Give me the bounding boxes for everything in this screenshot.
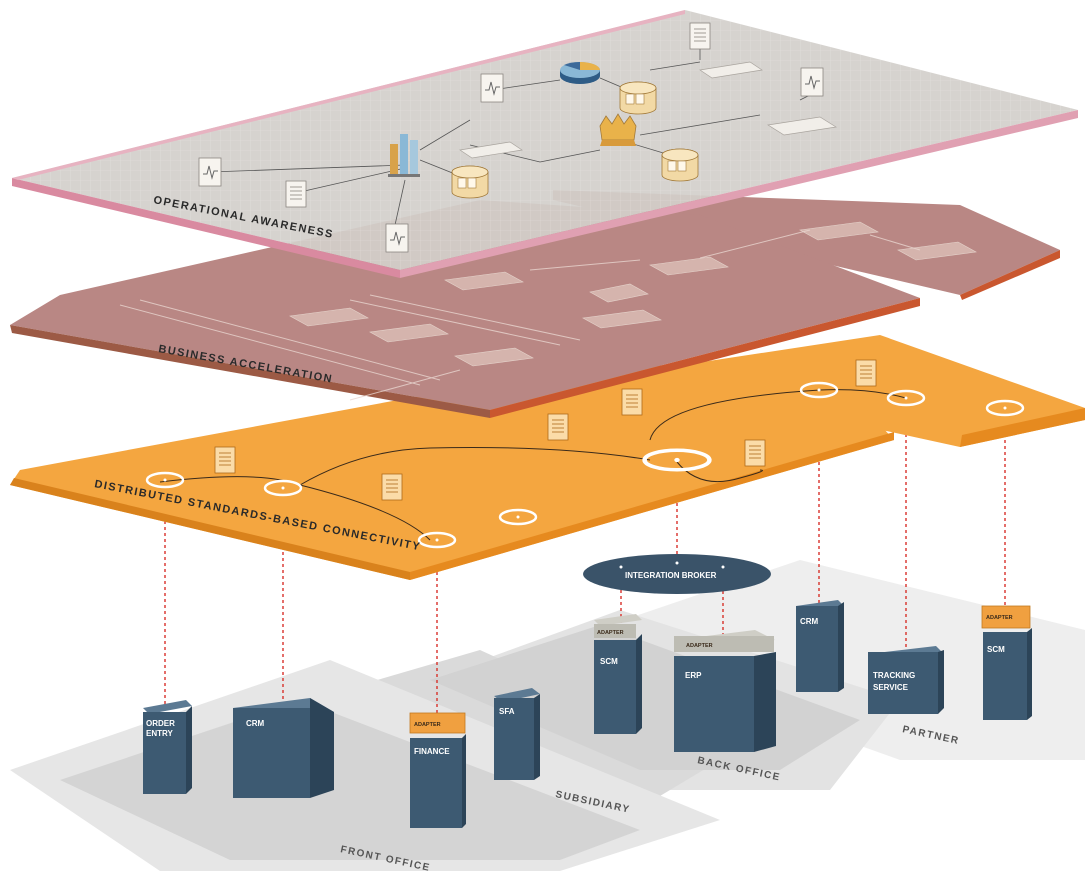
- acceleration-plane: BUSINESS ACCELERATION: [10, 190, 1060, 418]
- server-crm-partner: CRM: [796, 600, 844, 692]
- database-icon: [661, 148, 699, 182]
- adapter-label-erp: ADAPTER: [686, 643, 713, 649]
- document-icon: [381, 473, 403, 501]
- server-order-entry: ORDER ENTRY: [143, 700, 192, 794]
- integration-broker: INTEGRATION BROKER: [583, 554, 771, 594]
- server-scm-partner: ADAPTER SCM: [981, 605, 1032, 720]
- server-label-tracking-line1: TRACKING: [873, 671, 915, 680]
- database-icon: [619, 81, 657, 115]
- document-icon: [689, 22, 711, 50]
- adapter-finance: [409, 712, 466, 734]
- server-label-tracking-line2: SERVICE: [873, 683, 909, 692]
- bar-chart-icon: [388, 134, 420, 177]
- server-tracking: TRACKING SERVICE: [868, 646, 944, 714]
- server-label-sfa: SFA: [499, 707, 515, 716]
- adapter-scm-back: [594, 614, 642, 626]
- connectivity-plane: DISTRIBUTED STANDARDS-BASED CONNECTIVITY: [10, 335, 1085, 580]
- servers-layer: ORDER ENTRY CRM ADAPTER FINANCE SFA: [143, 600, 1032, 828]
- acceleration-plane-main: [10, 200, 920, 410]
- server-label-order-entry-line2: ENTRY: [146, 729, 173, 738]
- monitor-chart-icon: [480, 73, 504, 103]
- document-icon: [547, 413, 569, 441]
- server-label-scm-partner: SCM: [987, 645, 1005, 654]
- awareness-plane: OPERATIONAL AWARENESS: [12, 10, 1078, 278]
- adapter-scm-partner: [981, 605, 1031, 629]
- server-sfa: SFA: [494, 688, 540, 780]
- crown-icon: [599, 113, 637, 146]
- adapter-label-scm-back: ADAPTER: [597, 630, 624, 636]
- pie-chart-icon: [560, 61, 600, 84]
- document-icon: [621, 388, 643, 416]
- server-crm-front: CRM: [233, 698, 334, 798]
- server-erp: ADAPTER ERP: [674, 630, 776, 752]
- document-icon: [744, 439, 766, 467]
- zone-front-office-inner: [60, 700, 640, 860]
- monitor-chart-icon: [385, 223, 409, 253]
- adapter-label-finance: ADAPTER: [414, 722, 441, 728]
- monitor-chart-icon: [198, 157, 222, 187]
- server-scm-back: ADAPTER SCM: [594, 614, 642, 734]
- document-icon: [214, 446, 236, 474]
- server-label-erp: ERP: [685, 671, 702, 680]
- document-icon: [855, 359, 877, 387]
- server-label-order-entry-line1: ORDER: [146, 719, 175, 728]
- integration-broker-label: INTEGRATION BROKER: [625, 571, 717, 580]
- server-label-crm-partner: CRM: [800, 617, 819, 626]
- server-label-crm-front: CRM: [246, 719, 265, 728]
- server-label-scm-back: SCM: [600, 657, 618, 666]
- document-icon: [285, 180, 307, 208]
- database-icon: [451, 165, 489, 199]
- monitor-chart-icon: [800, 67, 824, 97]
- server-finance: ADAPTER FINANCE: [409, 712, 466, 828]
- server-label-finance: FINANCE: [414, 747, 450, 756]
- connectivity-plane-main: [10, 358, 894, 580]
- adapter-label-scm-partner: ADAPTER: [986, 615, 1013, 621]
